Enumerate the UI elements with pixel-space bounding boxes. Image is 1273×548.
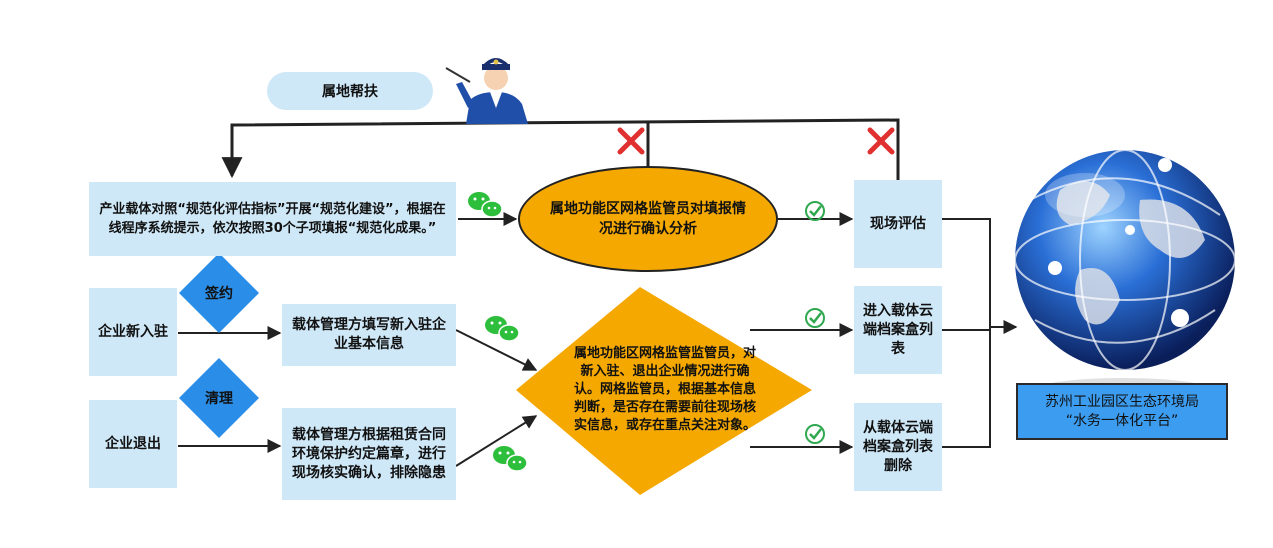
officer-icon xyxy=(445,58,528,124)
clean-diamond xyxy=(179,358,259,438)
platform-subtitle: “水务一体化平台” xyxy=(1065,412,1179,429)
review-ellipse: 属地功能区网格监管员对填报情况进行确认分析 xyxy=(518,166,778,272)
main-box: 产业载体对照“规范化评估指标”开展“规范化建设”，根据在线程序系统提示，依次按照… xyxy=(89,182,456,256)
new-entry-box: 企业新入驻 xyxy=(89,288,177,376)
remove-box: 从载体云端档案盒列表删除 xyxy=(854,403,942,491)
wechat-icon xyxy=(485,316,520,342)
review-diamond-text: 属地功能区网格监管监管员，对新入驻、退出企业情况进行确认。网格监管员，根据基本信… xyxy=(573,346,756,433)
add-box: 进入载体云端档案盒列表 xyxy=(854,286,942,374)
sign-label: 签约 xyxy=(205,286,233,302)
platform-box: 苏州工业园区生态环境局 “水务一体化平台” xyxy=(1016,383,1228,440)
cross-icon xyxy=(617,127,645,155)
bracket-line xyxy=(942,218,991,448)
exit-box: 企业退出 xyxy=(89,400,177,488)
verify-box: 载体管理方根据租赁合同环境保护约定篇章，进行现场核实确认，排除隐患 xyxy=(282,408,456,500)
top-label: 属地帮扶 xyxy=(267,72,433,110)
arrow-verify-to-diamond xyxy=(455,415,538,467)
fill-info-box: 载体管理方填写新入驻企业基本信息 xyxy=(282,304,456,366)
feedback-line xyxy=(221,118,900,180)
review-diamond xyxy=(516,287,812,495)
wechat-icon xyxy=(493,446,528,472)
platform-title: 苏州工业园区生态环境局 xyxy=(1045,393,1199,410)
check-icon xyxy=(805,424,825,444)
clean-label: 清理 xyxy=(205,391,233,407)
sign-diamond xyxy=(179,253,259,333)
check-icon xyxy=(805,308,825,328)
globe-icon xyxy=(1014,149,1236,402)
wechat-icon xyxy=(468,192,503,218)
check-icon xyxy=(805,201,825,221)
onsite-box: 现场评估 xyxy=(854,180,942,268)
cross-icon xyxy=(867,127,895,155)
arrow-fill-to-diamond xyxy=(455,329,538,371)
